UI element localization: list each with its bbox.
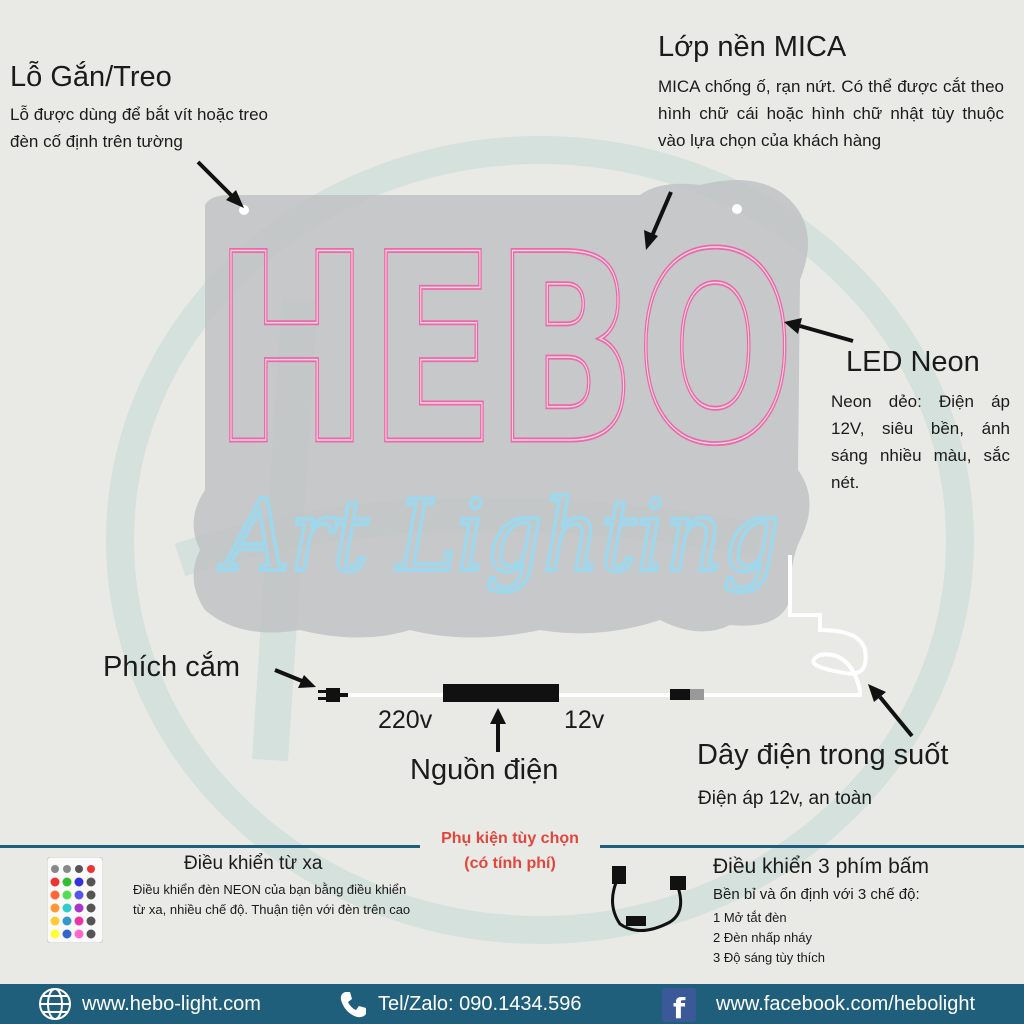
section-divider bbox=[0, 845, 420, 848]
mode-item-1: 1 Mở tắt đèn bbox=[713, 910, 787, 925]
accessories-heading-line2: (có tính phí) bbox=[464, 855, 556, 872]
footer-bar: www.hebo-light.com Tel/Zalo: 090.1434.59… bbox=[0, 984, 1024, 1024]
mode-item-2: 2 Đèn nhấp nháy bbox=[713, 930, 813, 945]
mount-hole-desc: Lỗ được dùng để bắt vít hoặc treo đèn cố… bbox=[10, 105, 268, 151]
power-adapter bbox=[443, 684, 559, 702]
plug-icon bbox=[318, 688, 348, 702]
mount-hole-title: Lỗ Gắn/Treo bbox=[10, 61, 172, 93]
power-source-title: Nguồn điện bbox=[410, 754, 559, 786]
section-divider-right bbox=[600, 845, 1024, 848]
accessories-heading: Phụ kiện tùy chọn (có tính phí) bbox=[420, 826, 600, 876]
phone-icon bbox=[340, 992, 366, 1018]
button-controller-image bbox=[611, 866, 686, 932]
label-220v: 220v bbox=[378, 706, 433, 734]
phone-number[interactable]: Tel/Zalo: 090.1434.596 bbox=[378, 993, 582, 1015]
globe-icon bbox=[39, 988, 71, 1020]
button-controller-desc: Bền bỉ và ổn định với 3 chế độ: bbox=[713, 886, 920, 903]
led-neon-title: LED Neon bbox=[846, 346, 980, 378]
wire-connector bbox=[670, 689, 690, 700]
plug-title: Phích cắm bbox=[103, 651, 240, 683]
neon-main-text: HEBO bbox=[214, 200, 794, 502]
label-12v: 12v bbox=[564, 706, 605, 734]
button-controller-title: Điều khiển 3 phím bấm bbox=[713, 855, 929, 878]
remote-desc: Điều khiển đèn NEON của bạn bằng điều kh… bbox=[133, 882, 411, 917]
mode-item-3: 3 Độ sáng tùy thích bbox=[713, 950, 826, 965]
wire-title: Dây điện trong suốt bbox=[697, 739, 949, 771]
remote-control-image bbox=[47, 857, 103, 943]
facebook-link[interactable]: www.facebook.com/hebolight bbox=[716, 993, 976, 1015]
svg-text:f: f bbox=[673, 992, 686, 1022]
neon-main-text-inner: HEBO bbox=[214, 200, 794, 502]
website-link[interactable]: www.hebo-light.com bbox=[82, 993, 261, 1015]
neon-script-text: Art Lighting bbox=[218, 480, 780, 594]
mica-title: Lớp nền MICA bbox=[658, 31, 847, 63]
facebook-icon: f bbox=[662, 988, 696, 1022]
remote-title: Điều khiển từ xa bbox=[184, 853, 323, 874]
mica-desc: MICA chống ố, rạn nứt. Có thể được cắt t… bbox=[658, 77, 1004, 150]
accessories-heading-line1: Phụ kiện tùy chọn bbox=[441, 830, 579, 847]
led-neon-desc: Neon dẻo: Điện áp 12V, siêu bền, ánh sán… bbox=[831, 392, 1010, 492]
wire-desc: Điện áp 12v, an toàn bbox=[698, 788, 872, 809]
